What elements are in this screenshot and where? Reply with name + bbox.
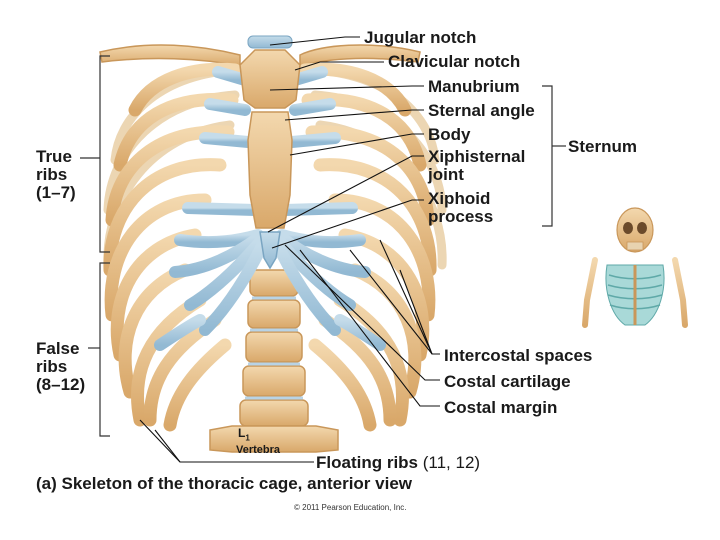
label-false-ribs-line-2: ribs — [36, 358, 85, 376]
label-sternal-angle: Sternal angle — [428, 102, 535, 119]
figure-caption: (a) Skeleton of the thoracic cage, anter… — [36, 474, 412, 494]
label-body: Body — [428, 126, 471, 143]
label-false-ribs-line-3: (8–12) — [36, 376, 85, 394]
label-xiphoid-process-line-2: process — [428, 208, 493, 226]
label-false-ribs: False ribs (8–12) — [36, 340, 85, 394]
label-vertebra-l1: L1 — [238, 426, 250, 442]
label-xiphoid-process: Xiphoid process — [428, 190, 493, 226]
label-floating-ribs-text: Floating ribs — [316, 453, 418, 472]
skeleton-inset-image — [585, 208, 685, 325]
label-vertebra: Vertebra — [236, 444, 280, 456]
label-jugular-notch: Jugular notch — [364, 29, 476, 46]
label-false-ribs-line-1: False — [36, 340, 85, 358]
label-manubrium: Manubrium — [428, 78, 520, 95]
label-floating-ribs-numbers: (11, 12) — [423, 453, 480, 472]
label-true-ribs-line-3: (1–7) — [36, 184, 76, 202]
label-xiphisternal-joint-line-2: joint — [428, 166, 525, 184]
copyright-notice: © 2011 Pearson Education, Inc. — [294, 503, 406, 512]
label-intercostal-spaces: Intercostal spaces — [444, 347, 592, 364]
label-clavicular-notch: Clavicular notch — [388, 53, 520, 70]
label-floating-ribs: Floating ribs (11, 12) — [316, 454, 480, 471]
label-xiphisternal-joint-line-1: Xiphisternal — [428, 148, 525, 166]
label-vertebra-subscript: 1 — [245, 433, 249, 442]
label-true-ribs: True ribs (1–7) — [36, 148, 76, 202]
label-true-ribs-line-2: ribs — [36, 166, 76, 184]
label-costal-cartilage: Costal cartilage — [444, 373, 571, 390]
label-sternum: Sternum — [568, 138, 637, 155]
label-xiphisternal-joint: Xiphisternal joint — [428, 148, 525, 184]
label-true-ribs-line-1: True — [36, 148, 76, 166]
label-xiphoid-process-line-1: Xiphoid — [428, 190, 493, 208]
label-costal-margin: Costal margin — [444, 399, 557, 416]
